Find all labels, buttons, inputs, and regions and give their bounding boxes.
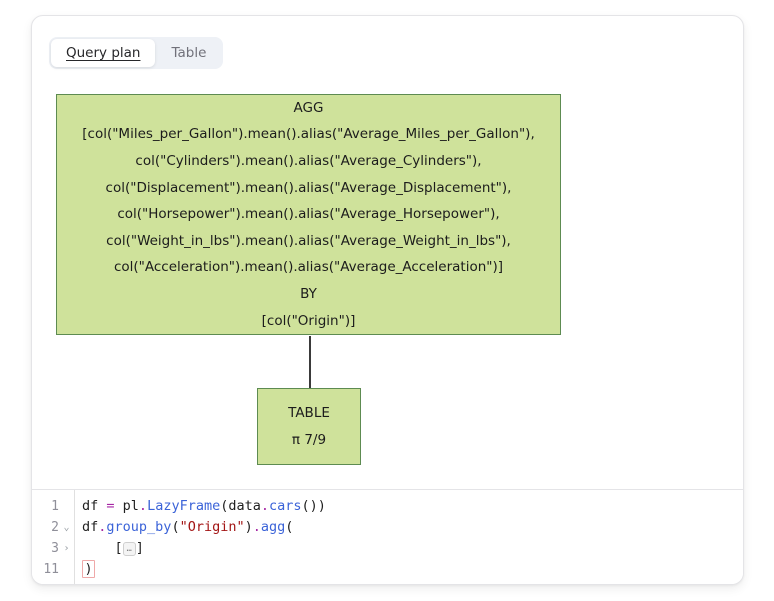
tab-query-plan[interactable]: Query plan (51, 39, 156, 67)
line-number: 2 (51, 520, 59, 535)
output-card: Query plan Table AGG [col("Miles_per_Gall… (31, 15, 744, 585)
line-number: 11 (43, 562, 59, 577)
line-number: 1 (51, 499, 59, 514)
code-token: ) (244, 519, 253, 535)
agg-node-line: col("Weight_in_lbs").mean().alias("Avera… (106, 232, 511, 249)
agg-node-line: [col("Miles_per_Gallon").mean().alias("A… (82, 126, 535, 143)
code-text: […] (74, 538, 144, 559)
agg-node-line: col("Horsepower").mean().alias("Average_… (117, 206, 500, 223)
agg-node-line: col("Cylinders").mean().alias("Average_C… (135, 153, 482, 170)
code-text: df = pl.LazyFrame(data.cars()) (74, 496, 326, 517)
code-token: ( (171, 519, 180, 535)
plan-edge-connector (309, 336, 311, 388)
agg-node-line: col("Acceleration").mean().alias("Averag… (113, 259, 504, 276)
agg-node-line: BY (300, 285, 317, 302)
table-node-line: π 7/9 (291, 431, 327, 448)
code-text: df.group_by("Origin").agg( (74, 517, 293, 538)
code-line[interactable]: 3 › […] (32, 538, 743, 559)
tab-bar: Query plan Table (49, 37, 224, 69)
agg-node-line: col("Displacement").mean().alias("Averag… (105, 179, 512, 196)
code-token: . (138, 498, 148, 514)
tab-table[interactable]: Table (171, 45, 207, 61)
fold-gutter-empty (59, 496, 74, 517)
folded-code-widget[interactable]: … (122, 542, 136, 556)
table-node-line: TABLE (288, 404, 330, 421)
query-plan-agg-node: AGG [col("Miles_per_Gallon").mean().alias… (56, 94, 561, 335)
code-token: df (82, 519, 99, 535)
code-token: ] (135, 540, 144, 556)
gutter-separator (74, 490, 75, 584)
code-token: . (252, 519, 261, 535)
code-token: . (260, 498, 269, 514)
query-plan-table-node: TABLE π 7/9 (257, 388, 361, 465)
code-token: LazyFrame (147, 498, 221, 514)
line-number: 3 (51, 541, 59, 556)
fold-toggle-icon[interactable]: ⌄ (63, 522, 70, 533)
code-token: ) (82, 560, 96, 578)
code-token: ( (285, 519, 294, 535)
fold-gutter-empty (59, 559, 74, 580)
code-line[interactable]: 2⌄df.group_by("Origin").agg( (32, 517, 743, 538)
code-token: (data (220, 498, 261, 514)
code-token: group_by (106, 519, 172, 535)
code-token: pl (114, 498, 139, 514)
code-token: [ (82, 540, 123, 556)
agg-node-line: [col("Origin")] (261, 312, 356, 329)
code-token: . (98, 519, 107, 535)
fold-toggle-icon[interactable]: › (63, 543, 70, 554)
code-token: cars (269, 498, 302, 514)
code-token: ()) (301, 498, 326, 514)
code-token: df (82, 498, 107, 514)
code-line[interactable]: 11) (32, 559, 743, 580)
code-token: agg (260, 519, 286, 535)
agg-node-line: AGG (293, 99, 324, 116)
code-token: "Origin" (179, 519, 245, 535)
code-token: = (106, 498, 115, 514)
code-text: ) (74, 559, 96, 580)
